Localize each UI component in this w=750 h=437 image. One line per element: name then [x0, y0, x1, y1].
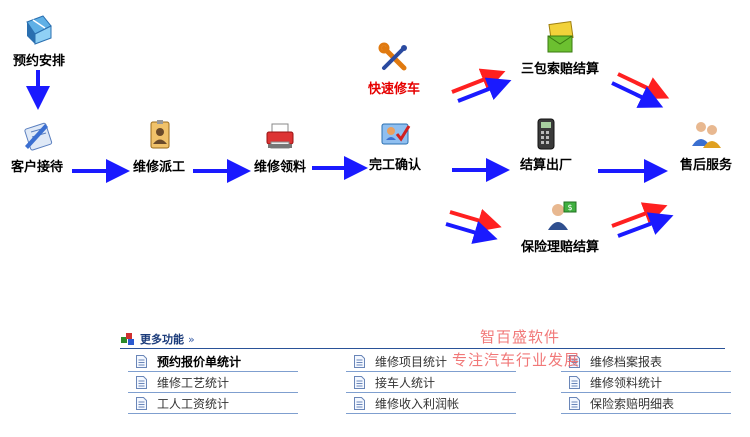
worker-badge-icon: [150, 120, 170, 149]
wrench-tools-icon: [378, 42, 407, 71]
document-icon: [354, 354, 365, 368]
node-paigong-label: 维修派工: [132, 160, 185, 175]
function-link[interactable]: 维修收入利润帐: [346, 393, 516, 414]
service-people-icon: [692, 122, 721, 148]
document-icon: [569, 354, 580, 368]
node-jiesuan-label: 结算出厂: [519, 158, 572, 173]
function-link[interactable]: 接车人统计: [346, 372, 516, 393]
node-baoxian[interactable]: $ 保险理赔结算: [510, 198, 610, 255]
node-kuaisu[interactable]: 快速修车: [359, 40, 429, 97]
pos-terminal-icon: [537, 118, 555, 150]
function-link[interactable]: 保险索赔明细表: [561, 393, 731, 414]
node-jiesuan[interactable]: 结算出厂: [506, 116, 586, 173]
panel-divider: [120, 348, 725, 349]
node-wangong-label: 完工确认: [368, 158, 421, 173]
function-link-label: 维修领料统计: [590, 375, 663, 390]
double-chevron-icon: »: [188, 332, 195, 346]
function-link-label: 工人工资统计: [157, 396, 230, 411]
card-money-icon: [547, 20, 574, 53]
document-icon: [136, 396, 147, 410]
node-shouhou[interactable]: 售后服务: [668, 116, 744, 173]
document-icon: [136, 354, 147, 368]
node-paigong[interactable]: 维修派工: [124, 118, 194, 175]
agent-money-icon: $: [548, 201, 577, 230]
function-link-label: 维修项目统计: [375, 354, 448, 369]
reception-notepad-icon: [24, 122, 53, 151]
node-sanbao-label: 三包索赔结算: [520, 62, 599, 77]
function-link-label: 维修收入利润帐: [375, 396, 460, 411]
function-link[interactable]: 工人工资统计: [128, 393, 298, 414]
function-link[interactable]: 维修领料统计: [561, 372, 731, 393]
function-link[interactable]: 预约报价单统计: [128, 351, 298, 372]
arrow-sanbao-shouhou: [611, 72, 670, 108]
node-wangong[interactable]: 完工确认: [358, 116, 432, 173]
svg-text:$: $: [567, 203, 572, 212]
watermark-line1: 智百盛软件: [480, 328, 561, 346]
printer-parts-icon: [266, 123, 294, 149]
checkmark-form-icon: [381, 123, 411, 145]
arrow-to-baoxian: [445, 208, 502, 244]
function-link[interactable]: 维修工艺统计: [128, 372, 298, 393]
node-yuyue-label: 预约安排: [12, 54, 65, 69]
node-kehu[interactable]: 客户接待: [2, 118, 72, 175]
node-sanbao[interactable]: 三包索赔结算: [510, 20, 610, 77]
more-functions-header[interactable]: 更多功能 »: [120, 330, 195, 348]
document-icon: [136, 375, 147, 389]
function-link-label: 接车人统计: [375, 375, 436, 390]
document-icon: [569, 396, 580, 410]
cubes-icon: [121, 333, 134, 345]
workflow-arrows: [26, 68, 674, 244]
node-kuaisu-label: 快速修车: [367, 82, 420, 97]
document-icon: [569, 375, 580, 389]
function-link-label: 保险索赔明细表: [590, 396, 675, 411]
more-functions-panel: 更多功能 » 预约报价单统计 维修项目统计 维修档案报表维修工艺统计 接车人统计 维修领…: [120, 330, 731, 430]
node-baoxian-label: 保险理赔结算: [520, 240, 599, 255]
node-kehu-label: 客户接待: [10, 160, 63, 175]
watermark-line2: 专注汽车行业发展: [452, 351, 581, 369]
arrow-to-sanbao: [451, 68, 512, 103]
function-link-label: 维修档案报表: [590, 354, 663, 369]
document-icon: [354, 375, 365, 389]
function-link-label: 预约报价单统计: [157, 354, 242, 369]
node-lingliao-label: 维修领料: [253, 160, 306, 175]
document-icon: [354, 396, 365, 410]
node-shouhou-label: 售后服务: [679, 158, 732, 173]
function-link[interactable]: 维修项目统计: [346, 351, 516, 372]
node-yuyue[interactable]: 预约安排: [4, 12, 74, 69]
function-link-label: 维修工艺统计: [157, 375, 230, 390]
arrow-baoxian-shouhou: [611, 202, 674, 238]
calendar-book-icon: [26, 15, 52, 45]
function-link[interactable]: 维修档案报表: [561, 351, 731, 372]
node-lingliao[interactable]: 维修领料: [245, 118, 315, 175]
more-functions-title: 更多功能: [140, 333, 184, 346]
